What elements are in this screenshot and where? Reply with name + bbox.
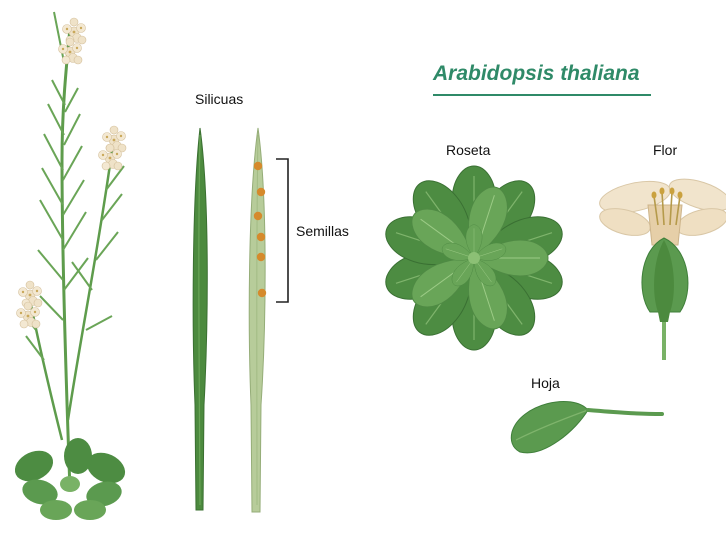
label-roseta: Roseta — [446, 142, 490, 158]
seeds-bracket — [276, 159, 288, 302]
diagram-title: Arabidopsis thaliana — [433, 62, 653, 86]
title-underline — [433, 94, 651, 96]
label-hoja: Hoja — [531, 375, 560, 391]
silique-open — [249, 128, 265, 512]
label-semillas: Semillas — [296, 223, 349, 239]
flower — [597, 173, 726, 360]
label-silicuas: Silicuas — [195, 91, 243, 107]
whole-plant — [10, 12, 130, 520]
rosette — [380, 166, 569, 350]
silique-dark — [193, 128, 207, 510]
single-leaf — [511, 401, 662, 452]
label-flor: Flor — [653, 142, 677, 158]
